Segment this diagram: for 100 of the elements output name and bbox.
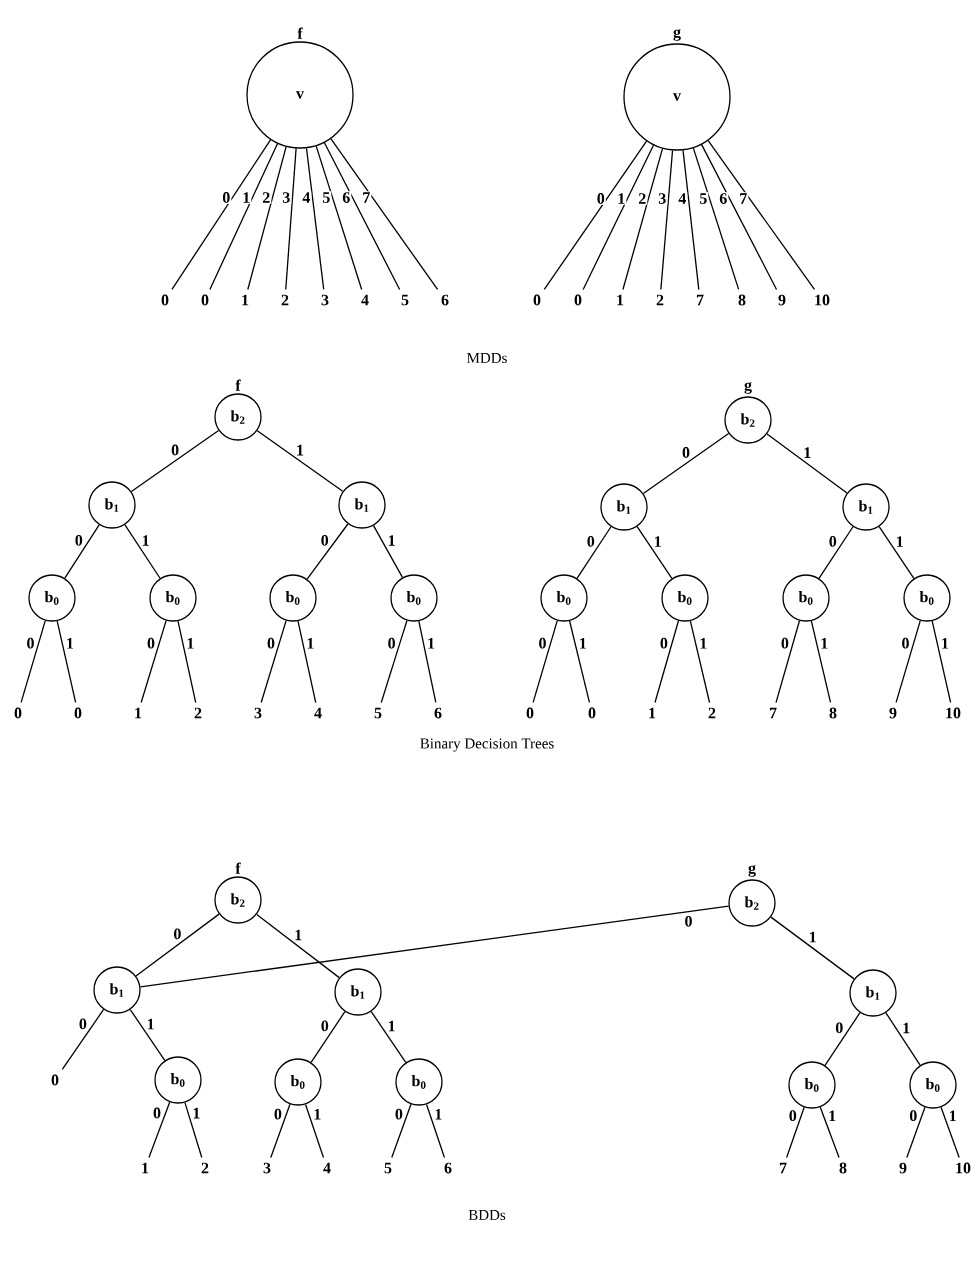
- edge-label: 1: [140, 534, 151, 547]
- node-label: g: [673, 29, 681, 41]
- terminal-value: 0: [201, 294, 209, 306]
- branch-line: [568, 620, 591, 704]
- branch-line: [130, 429, 220, 493]
- caption: BDDs: [468, 1210, 506, 1220]
- node-label: g: [744, 382, 752, 394]
- branch-line: [304, 1103, 325, 1159]
- branch-line: [824, 1012, 861, 1066]
- branch-line: [786, 1106, 805, 1159]
- terminal-value: 1: [242, 294, 249, 306]
- branch-line: [885, 1012, 921, 1066]
- branch-line: [425, 1103, 446, 1159]
- terminal-value: 7: [779, 1162, 787, 1174]
- edge-label: 1: [312, 1107, 323, 1121]
- edge-label: 0: [221, 191, 232, 204]
- branch-line: [306, 523, 349, 580]
- branch-line: [636, 526, 673, 579]
- branch-line: [576, 526, 612, 579]
- branch-line: [380, 619, 408, 704]
- edge-label: 1: [819, 637, 830, 650]
- edge-label: 1: [386, 534, 397, 547]
- edge-label: 2: [637, 192, 648, 205]
- terminal-value: 0: [526, 707, 534, 719]
- edge-label: 0: [900, 636, 911, 650]
- edge-label: 0: [537, 636, 548, 650]
- branch-line: [247, 146, 287, 291]
- edge-label: 0: [152, 1106, 162, 1120]
- branch-line: [61, 1008, 105, 1071]
- terminal-value: 0: [51, 1074, 59, 1086]
- edge-label: 1: [241, 191, 252, 204]
- branch-line: [878, 526, 915, 579]
- edge-label: 0: [681, 446, 691, 459]
- terminal-value: 1: [617, 294, 624, 306]
- branch-line: [622, 148, 664, 291]
- branch-line: [124, 524, 161, 579]
- edge-label: 0: [787, 1109, 798, 1123]
- branch-line: [135, 913, 220, 977]
- edge-label: 0: [319, 533, 330, 547]
- terminal-value: 6: [441, 294, 449, 306]
- edge-label: 0: [386, 636, 397, 650]
- terminal-value: 8: [839, 1162, 847, 1174]
- edge-label: 0: [319, 1019, 330, 1033]
- terminal-value: 2: [708, 707, 716, 719]
- terminal-value: 4: [361, 294, 369, 306]
- branch-line: [171, 139, 272, 291]
- terminal-value: 9: [778, 294, 786, 306]
- edge-label: 1: [185, 637, 196, 650]
- terminal-value: 5: [384, 1162, 392, 1174]
- branch-line: [701, 144, 778, 291]
- branch-line: [543, 140, 648, 291]
- edge-label: 0: [779, 636, 790, 650]
- branch-line: [330, 138, 439, 291]
- edge-label: 1: [947, 1109, 958, 1123]
- edge-label: 1: [305, 637, 316, 650]
- terminal-value: 0: [588, 707, 596, 719]
- edge-label: 0: [77, 1017, 88, 1031]
- branch-line: [370, 1010, 407, 1064]
- terminal-value: 0: [14, 707, 22, 719]
- branch-line: [766, 433, 848, 494]
- edge-label: 3: [657, 192, 668, 205]
- branch-line: [177, 620, 197, 704]
- branch-line: [770, 916, 855, 980]
- branch-line: [810, 620, 832, 704]
- terminal-value: 3: [263, 1162, 271, 1174]
- terminal-value: 3: [254, 707, 262, 719]
- terminal-value: 2: [201, 1162, 209, 1174]
- branch-line: [775, 620, 801, 704]
- node-label: f: [235, 379, 241, 391]
- branch-line: [642, 432, 730, 495]
- terminal-value: 10: [946, 707, 961, 719]
- edge-label: 1: [426, 637, 436, 650]
- terminal-value: 10: [956, 1162, 971, 1174]
- terminal-value: 1: [142, 1162, 149, 1174]
- caption: Binary Decision Trees: [420, 738, 554, 752]
- edge-label: 0: [683, 914, 694, 928]
- terminal-value: 4: [314, 707, 322, 719]
- edge-label: 0: [827, 535, 838, 548]
- terminal-value: 7: [696, 294, 704, 306]
- edge-label: 0: [585, 535, 596, 548]
- branch-line: [260, 620, 287, 704]
- terminal-value: 6: [444, 1162, 452, 1174]
- terminal-value: 5: [374, 707, 382, 719]
- edge-label: 1: [807, 930, 818, 944]
- edge-label: 1: [433, 1107, 444, 1121]
- edge-label: 5: [321, 191, 332, 204]
- branch-line: [582, 144, 655, 291]
- terminal-value: 0: [533, 294, 541, 306]
- edge-label: 6: [718, 192, 729, 205]
- terminal-value: 3: [321, 294, 329, 306]
- edge-label: 1: [894, 535, 905, 548]
- edge-label: 1: [827, 1109, 838, 1123]
- edge-label: 0: [172, 927, 183, 941]
- edge-label: 4: [677, 192, 688, 205]
- edge-label: 1: [293, 928, 304, 942]
- branch-line: [209, 143, 279, 291]
- branch-line: [707, 140, 816, 291]
- edge-label: 0: [908, 1109, 919, 1123]
- edge-label: 1: [802, 446, 813, 459]
- edge-label: 3: [281, 191, 292, 204]
